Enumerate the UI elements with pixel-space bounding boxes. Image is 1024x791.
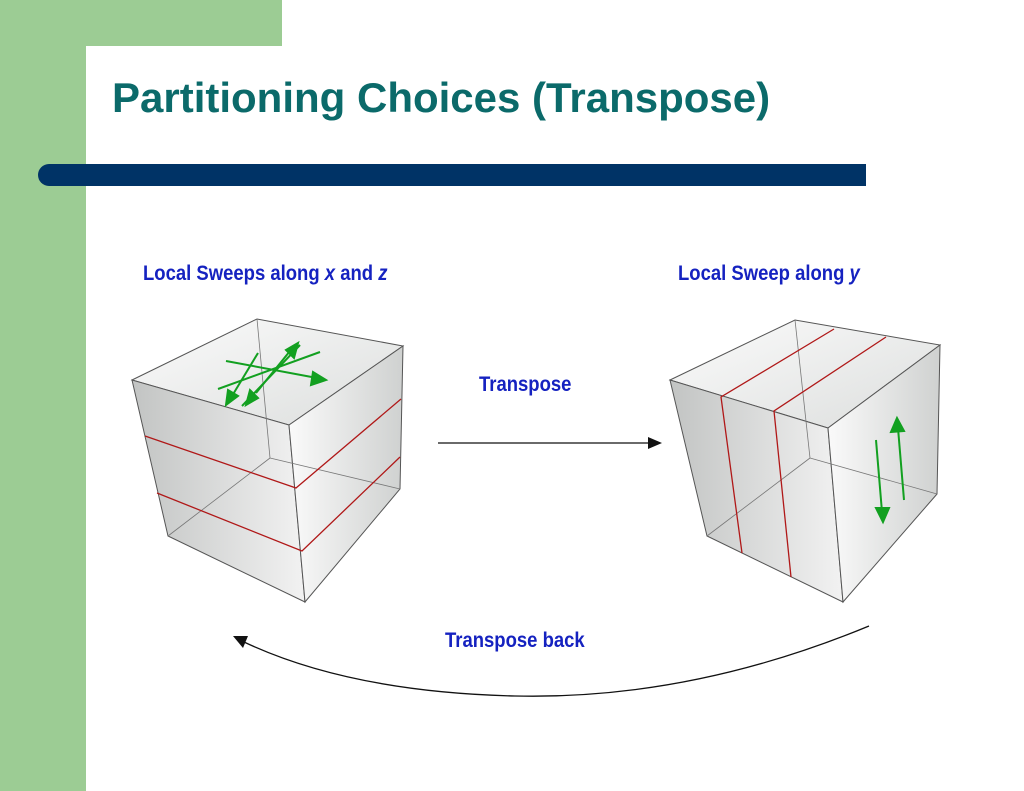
right-cube-hidden-edges — [706, 319, 938, 537]
right-cube — [668, 319, 942, 604]
right-cube-partition-lines — [720, 328, 887, 578]
left-cube-partition-lines — [144, 398, 402, 552]
left-caption-var-x: x — [324, 262, 336, 285]
left-cube — [130, 318, 405, 604]
transpose-back-arrow — [233, 625, 870, 697]
left-caption-prefix: Local Sweeps along — [143, 262, 325, 285]
transpose-label: Transpose — [479, 373, 572, 396]
transpose-arrow — [438, 437, 662, 449]
sidebar-accent-strip — [0, 0, 86, 791]
title-divider-bar — [38, 164, 866, 186]
left-cube-caption: Local Sweeps along x and z — [143, 262, 387, 286]
right-cube-sweep-arrows — [874, 415, 906, 525]
right-cube-caption: Local Sweep along y — [678, 262, 860, 286]
slide-title: Partitioning Choices (Transpose) — [112, 74, 771, 121]
left-cube-hidden-edges — [167, 318, 401, 537]
right-caption-prefix: Local Sweep along — [678, 262, 850, 285]
top-accent-tab — [86, 0, 282, 46]
left-caption-var-z: z — [378, 262, 388, 285]
right-caption-var-y: y — [849, 262, 860, 285]
left-caption-mid: and — [335, 262, 379, 285]
transpose-back-label: Transpose back — [445, 629, 585, 652]
left-cube-sweep-arrows — [217, 340, 329, 408]
